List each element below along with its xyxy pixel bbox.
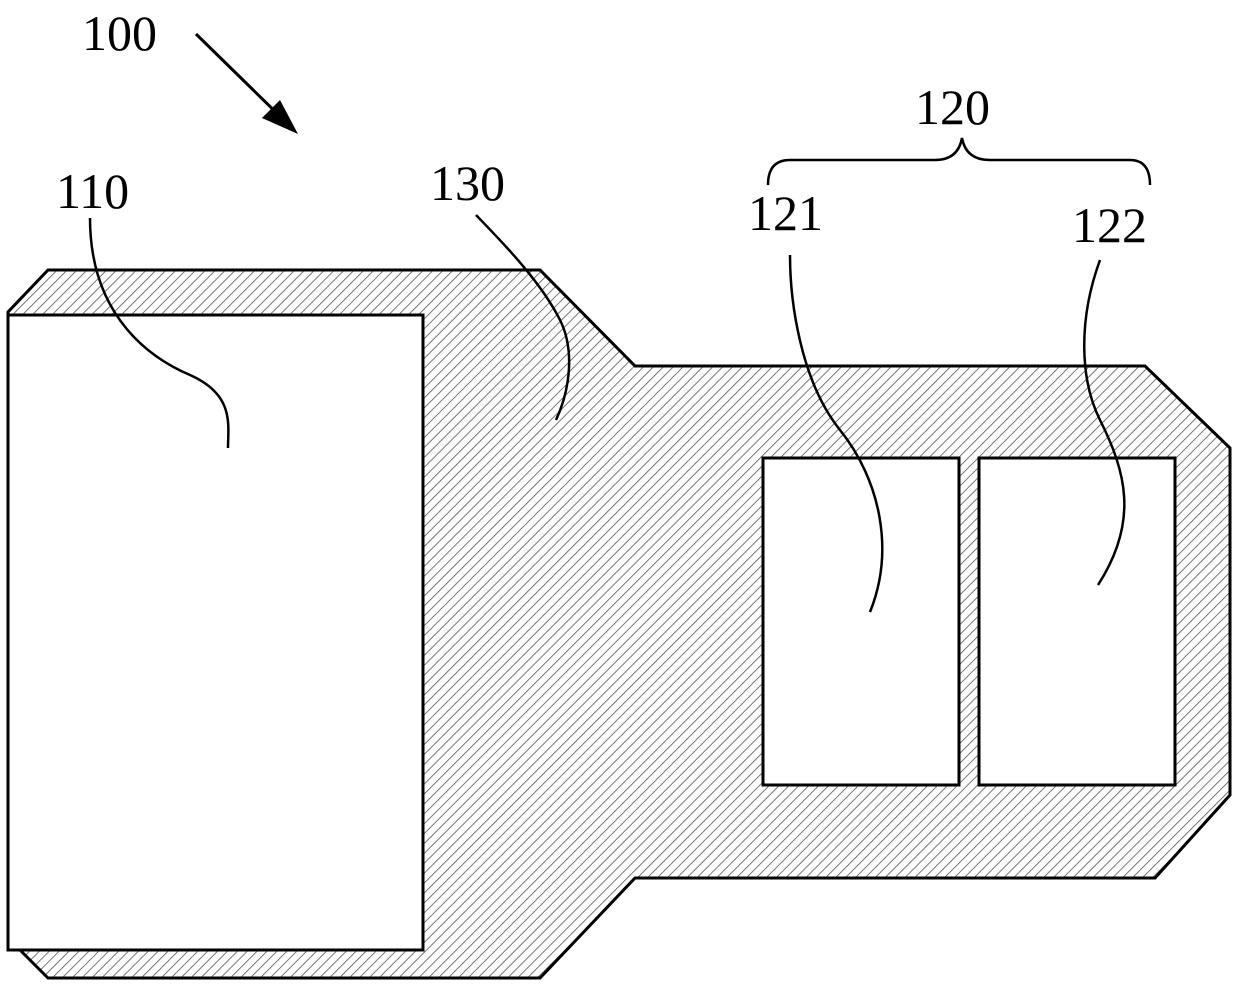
label-122: 122 bbox=[1072, 197, 1147, 253]
label-130: 130 bbox=[430, 155, 505, 211]
left-pad-rect bbox=[8, 315, 423, 950]
label-120: 120 bbox=[915, 79, 990, 135]
right-pad-a-rect bbox=[763, 458, 959, 785]
right-pad-b-rect bbox=[979, 458, 1175, 785]
group-brace bbox=[768, 138, 1150, 185]
label-100: 100 bbox=[82, 5, 157, 61]
label-121: 121 bbox=[748, 185, 823, 241]
label-110: 110 bbox=[56, 163, 129, 219]
